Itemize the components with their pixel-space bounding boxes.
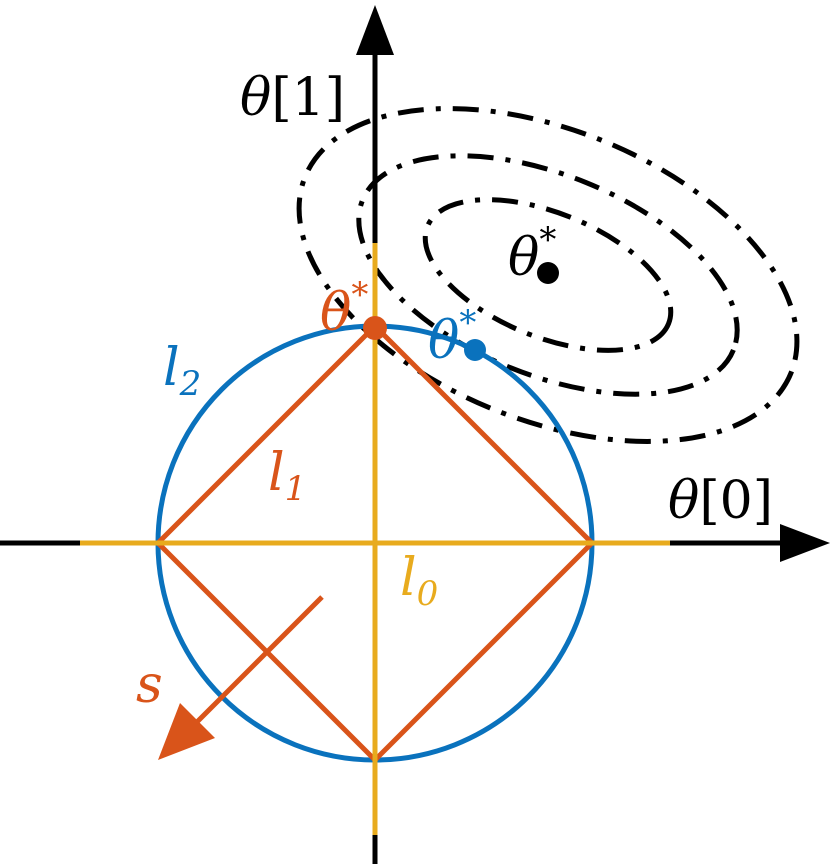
theta-star-label: θ* xyxy=(508,220,556,288)
contour-outer xyxy=(296,106,800,444)
theta-star-point xyxy=(537,262,559,284)
arrow-s-head xyxy=(158,703,215,760)
x-axis-arrowhead xyxy=(780,524,830,562)
l0-label: l0 xyxy=(400,548,438,614)
y-axis-arrowhead xyxy=(356,5,394,55)
x-axis-label: θ[0] xyxy=(668,471,773,531)
l2-solution-label: θ* xyxy=(428,303,476,371)
l1-solution-label: θ* xyxy=(320,275,368,343)
l1-solution-point xyxy=(363,316,387,340)
loss-contours xyxy=(296,106,800,444)
contour-middle xyxy=(356,153,740,397)
l2-label: l2 xyxy=(163,338,201,404)
arrow-s-shaft xyxy=(193,595,324,726)
l2-solution-point xyxy=(464,339,486,361)
arrow-s-label: s xyxy=(136,655,163,715)
l1-label: l1 xyxy=(268,443,306,509)
y-axis-label: θ[1] xyxy=(240,68,345,128)
contour-inner xyxy=(422,197,674,353)
